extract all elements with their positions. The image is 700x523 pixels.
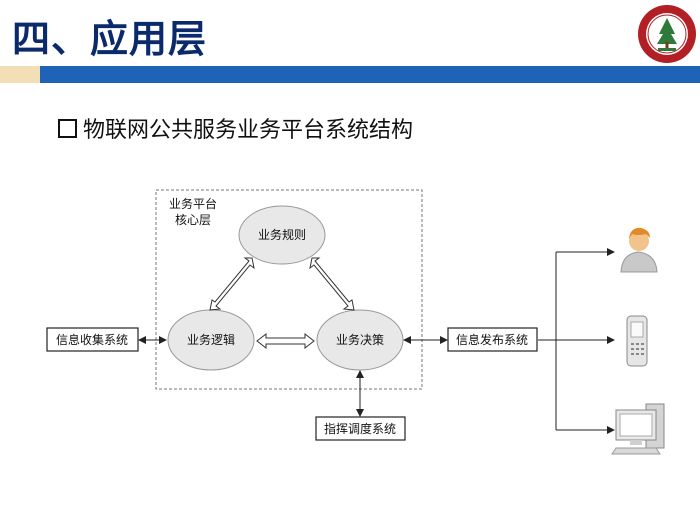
core-layer-label-2: 核心层 (175, 213, 211, 227)
logic-decision-double-arrow (256, 332, 315, 350)
university-seal-logo (638, 5, 696, 63)
info-publish-system-box (447, 327, 538, 352)
page-title: 四、应用层 (12, 17, 208, 61)
header-accent-bar (0, 66, 40, 83)
business-decision-label: 业务决策 (336, 332, 384, 347)
business-logic-label: 业务逻辑 (187, 332, 235, 347)
core-layer-label-1: 业务平台 (169, 196, 217, 211)
dispatch-system-label: 指挥调度系统 (324, 421, 396, 436)
rules-logic-double-arrow (209, 257, 255, 311)
mobile-phone-icon (626, 315, 648, 367)
header-band (40, 66, 700, 83)
dispatch-system-box (315, 416, 406, 441)
section-heading: 物联网公共服务业务平台系统结构 (58, 112, 413, 144)
user-icon (620, 227, 658, 273)
info-collect-system-label: 信息收集系统 (56, 332, 128, 347)
info-publish-system-label: 信息发布系统 (456, 332, 528, 347)
computer-icon (611, 403, 665, 455)
business-rules-label: 业务规则 (258, 227, 306, 242)
bullet-square-icon (58, 119, 77, 138)
core-layer-group (155, 189, 423, 390)
business-rules-node (238, 205, 326, 265)
section-heading-text: 物联网公共服务业务平台系统结构 (83, 118, 414, 143)
rules-decision-double-arrow (309, 257, 355, 311)
